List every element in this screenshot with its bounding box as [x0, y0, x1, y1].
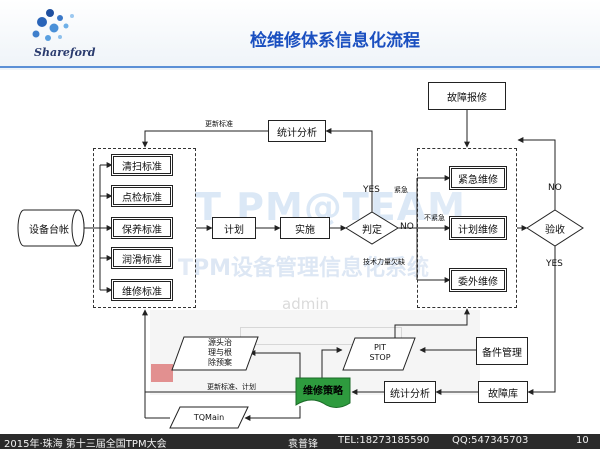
- label-yes-judge: YES: [363, 185, 380, 195]
- watermark-subtitle: TPM设备管理信息化系统: [178, 256, 430, 281]
- root-cause-shape: [171, 336, 259, 371]
- footer-name: 袁普锋: [288, 439, 318, 449]
- node-equipment-ledger: 设备台帐: [29, 224, 69, 236]
- node-tqmain: TQMain: [193, 413, 225, 422]
- label-no-judge: NO: [400, 222, 414, 232]
- judge-diamond: [345, 211, 399, 245]
- node-repair-standard: 维修标准: [113, 281, 171, 299]
- label-yes-acceptance: YES: [546, 259, 563, 269]
- logo-dots: [32, 9, 74, 41]
- header-band: [0, 0, 600, 70]
- pit-stop-shape: [342, 337, 416, 371]
- node-clean-standard: 清扫标准: [113, 156, 171, 174]
- watermark-field: [240, 327, 402, 345]
- node-acceptance: 验收: [545, 224, 565, 236]
- node-outsourced-repair: 委外维修: [451, 270, 505, 290]
- node-planned-repair: 计划维修: [451, 218, 505, 238]
- node-judge: 判定: [362, 224, 382, 236]
- watermark-admin: admin: [282, 295, 329, 313]
- node-spare-parts: 备件管理: [476, 337, 528, 365]
- label-update-standard-plan: 更新标准、计划: [207, 383, 256, 391]
- footer-qq: QQ:547345703: [452, 435, 529, 446]
- node-implement: 实施: [280, 217, 330, 239]
- root-cause-line-3: 除预案: [208, 358, 232, 367]
- watermark-red-block: [151, 364, 173, 382]
- node-maintenance-standard: 保养标准: [113, 219, 171, 237]
- node-stats-bottom: 统计分析: [384, 381, 436, 403]
- label-not-urgent: 不紧急: [424, 214, 445, 222]
- pit-line-1: PIT: [373, 343, 387, 352]
- node-urgent-repair: 紧急维修: [451, 168, 505, 188]
- node-maintenance-strategy: 维修策略: [303, 385, 343, 397]
- footer-bar: 2015年·珠海 第十三届全国TPM大会 袁普锋 TEL:18273185590…: [0, 434, 600, 449]
- label-update-standard: 更新标准: [205, 120, 233, 128]
- footer-tel: TEL:18273185590: [338, 435, 430, 446]
- node-fault-report: 故障报修: [428, 82, 506, 110]
- label-skill-shortage: 技术力量欠缺: [363, 258, 405, 266]
- node-inspection-standard: 点检标准: [113, 187, 171, 205]
- logo-text: Shareford: [34, 46, 96, 59]
- node-root-cause: 源头治 理与根 除预案: [192, 338, 248, 368]
- label-urgent: 紧急: [394, 186, 408, 194]
- node-fault-db: 故障库: [478, 381, 528, 403]
- footer-page: 10: [576, 435, 589, 446]
- tqmain-shape: [169, 406, 249, 429]
- label-no-acceptance: NO: [548, 183, 562, 193]
- node-stats-top: 统计分析: [268, 120, 326, 142]
- pit-line-2: STOP: [369, 353, 391, 362]
- root-cause-line-1: 源头治: [208, 338, 232, 347]
- slide-title: 检维修体系信息化流程: [250, 31, 420, 51]
- header-rule: [0, 66, 600, 68]
- acceptance-diamond: [526, 209, 584, 247]
- footer-event: 2015年·珠海 第十三届全国TPM大会: [4, 439, 167, 449]
- strategy-shape: [295, 377, 351, 408]
- root-cause-line-2: 理与根: [208, 348, 232, 357]
- node-lubrication-standard: 润滑标准: [113, 249, 171, 267]
- node-pit-stop: PIT STOP: [352, 343, 408, 363]
- node-plan: 计划: [212, 217, 256, 239]
